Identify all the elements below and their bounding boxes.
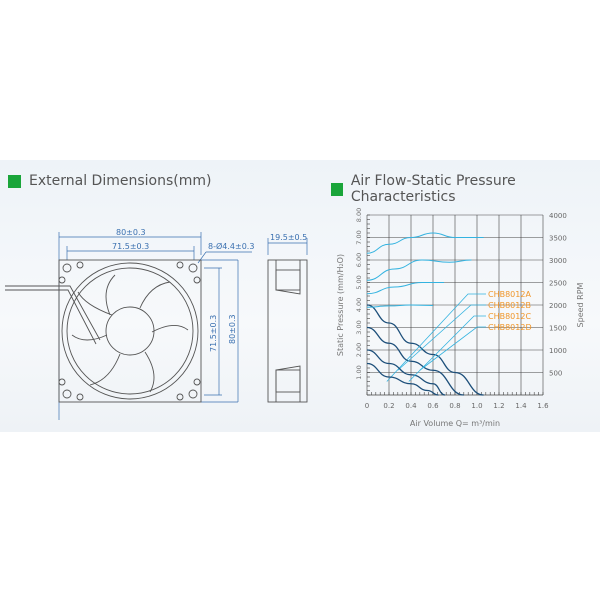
speed-curve-chb8012a: [366, 232, 484, 254]
x-tick-label: 0: [365, 402, 369, 410]
chart-title: Air Flow-Static Pressure Characteristics: [350, 173, 516, 205]
y2-tick-label: 3000: [549, 257, 567, 265]
y-tick-label: 1.00: [355, 365, 363, 379]
y-tick-label: 7.00: [355, 230, 363, 244]
dim-holes: 8-Ø4.4±0.3: [208, 241, 254, 251]
green-square-icon: [331, 182, 343, 196]
y2-axis-label: Speed RPM: [576, 282, 585, 327]
legend-label-chb8012c: CHB8012C: [488, 312, 531, 321]
dim-width-hole: 71.5±0.3: [112, 242, 149, 251]
legend-label-chb8012a: CHB8012A: [488, 290, 531, 299]
legend-leader-line: [386, 293, 486, 382]
legend-leader-line: [397, 304, 486, 371]
x-tick-label: 1.2: [493, 402, 504, 410]
legend-label-chb8012b: CHB8012B: [488, 301, 531, 310]
x-axis-label: Air Volume Q= m³/min: [410, 419, 500, 428]
x-tick-label: 0.6: [427, 402, 439, 410]
y2-tick-label: 500: [549, 370, 562, 378]
dimensions-title: External Dimensions(mm): [29, 173, 212, 189]
y-tick-label: 4.00: [355, 298, 363, 312]
legend-leader-line: [419, 326, 486, 371]
speed-curve-chb8012b: [366, 259, 472, 281]
x-tick-label: 0.8: [449, 402, 460, 410]
speed-curve-chb8012c: [366, 282, 444, 295]
y2-tick-label: 1500: [549, 325, 567, 333]
y2-tick-label: 1000: [549, 347, 567, 355]
legend-leader-line: [408, 315, 486, 382]
x-tick-label: 0.4: [405, 402, 417, 410]
y-tick-label: 3.00: [355, 320, 363, 334]
dim-height-outer: 80±0.3: [228, 314, 237, 344]
dimension-lines: [58, 232, 308, 420]
x-tick-label: 1.6: [537, 402, 549, 410]
y-tick-label: 5.00: [355, 275, 363, 289]
x-tick-label: 1.4: [515, 402, 527, 410]
chart-heading: Air Flow-Static Pressure Characteristics: [331, 173, 600, 205]
x-tick-label: 1.0: [471, 402, 482, 410]
dimensions-heading: External Dimensions(mm): [8, 173, 211, 189]
dim-height-hole: 71.5±0.3: [209, 315, 218, 352]
y-tick-label: 6.00: [355, 253, 363, 267]
speed-curve-chb8012d: [366, 304, 434, 308]
fan-side-view: [267, 259, 308, 403]
y-axis-label: Static Pressure (mm/H₂O): [336, 254, 345, 356]
y-tick-label: 8.00: [355, 208, 363, 222]
fan-dimension-drawing: 80±0.3 71.5±0.3 8-Ø4.4±0.3 19.5±0.5 71.5…: [5, 228, 308, 420]
pressure-curve-chb8012d: [366, 362, 439, 396]
green-square-icon: [8, 174, 21, 188]
y2-tick-label: 3500: [549, 235, 567, 243]
y2-tick-label: 2000: [549, 302, 567, 310]
y-tick-label: 2.00: [355, 343, 363, 357]
airflow-pressure-chart: 0 0.2 0.4 0.6 0.8 1.0 1.2 1.4 1.6 1.00 2.00 3.00 4.0…: [336, 208, 585, 428]
x-tick-label: 0.2: [383, 402, 394, 410]
y2-tick-label: 2500: [549, 280, 567, 288]
pressure-curve-chb8012b: [366, 326, 464, 396]
y2-tick-label: 4000: [549, 212, 567, 220]
legend-label-chb8012d: CHB8012D: [488, 323, 532, 332]
pressure-curve-chb8012c: [366, 349, 446, 396]
fan-front-view: [5, 259, 202, 403]
dim-width-outer: 80±0.3: [116, 228, 146, 237]
dim-depth: 19.5±0.5: [270, 233, 307, 242]
